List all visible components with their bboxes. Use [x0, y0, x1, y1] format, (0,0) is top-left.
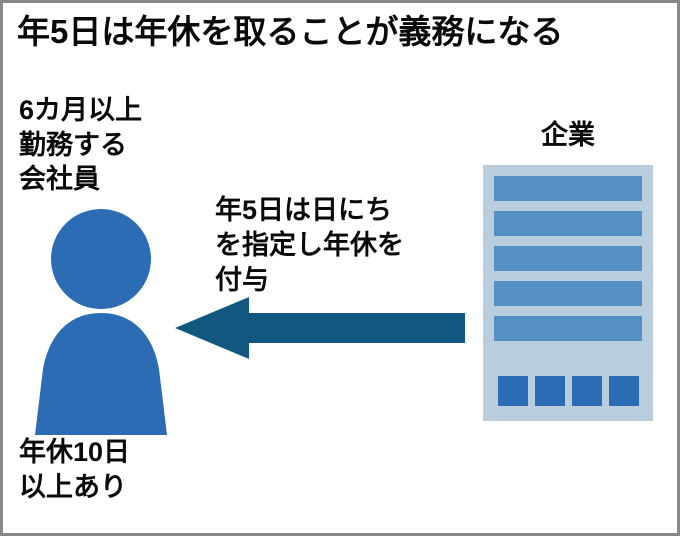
office-building-icon	[483, 165, 653, 421]
company-label: 企業	[541, 120, 595, 150]
building-door	[534, 376, 565, 406]
building-window	[494, 211, 642, 236]
building-door-row	[494, 376, 642, 410]
left-arrow-icon	[175, 295, 465, 361]
building-window	[494, 316, 642, 341]
page-title: 年5日は年休を取ることが義務になる	[17, 13, 564, 50]
building-door	[571, 376, 602, 406]
employee-caption: 年休10日 以上あり	[19, 437, 131, 502]
employee-label: 6カ月以上 勤務する 会社員	[19, 95, 143, 195]
person-icon	[25, 207, 177, 435]
building-door	[497, 376, 528, 406]
building-window	[494, 246, 642, 271]
building-window	[494, 176, 642, 201]
building-door	[608, 376, 639, 406]
building-window	[494, 281, 642, 306]
arrow-label: 年5日は日にち を指定し年休を 付与	[215, 195, 404, 296]
